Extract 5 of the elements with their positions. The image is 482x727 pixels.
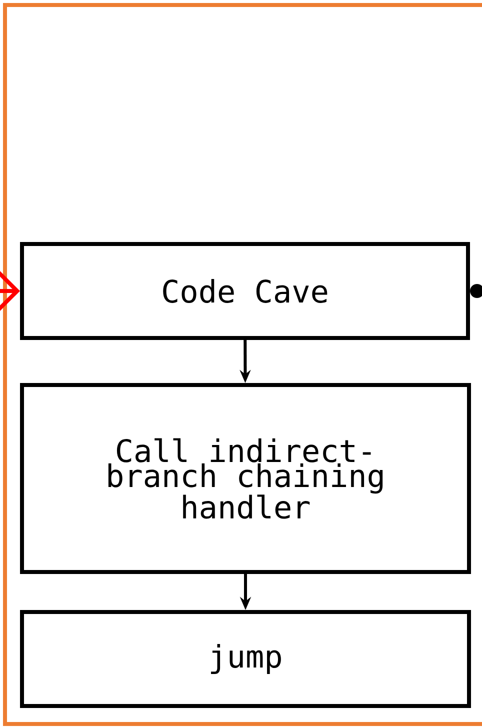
process-box: Code Cave [20, 242, 470, 340]
frame-box [3, 3, 482, 726]
process-box: jump [20, 610, 471, 708]
connector [470, 284, 482, 298]
process-box: Call indirect-branch chaining handler [20, 383, 471, 574]
